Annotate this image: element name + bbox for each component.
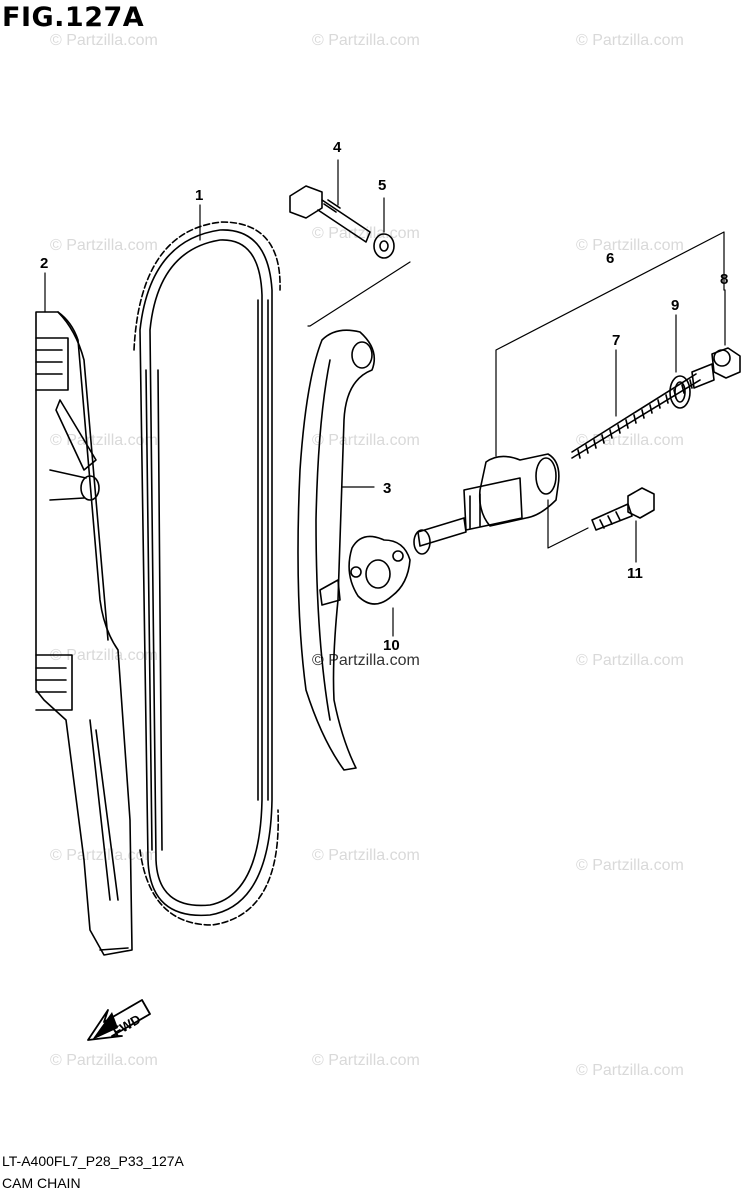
watermark: © Partzilla.com — [576, 857, 684, 874]
tensioner-adjuster-6 — [413, 453, 560, 555]
tensioner-arm-3 — [297, 329, 376, 771]
watermark: © Partzilla.com — [576, 237, 684, 254]
gasket-10 — [348, 535, 411, 605]
watermark: © Partzilla.com — [312, 652, 420, 669]
watermark: © Partzilla.com — [50, 432, 158, 449]
bolt-4 — [289, 185, 371, 243]
cap-bolt-8 — [691, 347, 741, 389]
forward-arrow: FWD — [87, 999, 151, 1041]
watermark: © Partzilla.com — [576, 32, 684, 49]
chain-guide-2 — [35, 311, 133, 956]
o-ring-9 — [669, 375, 691, 409]
callout-6: 6 — [606, 250, 614, 267]
watermark: © Partzilla.com — [50, 1052, 158, 1069]
watermark: © Partzilla.com — [576, 652, 684, 669]
bolt-11 — [591, 487, 655, 531]
callout-3: 3 — [383, 480, 391, 497]
callout-11: 11 — [627, 565, 643, 582]
cam-chain-1 — [133, 221, 281, 926]
watermark: © Partzilla.com — [312, 847, 420, 864]
watermark: © Partzilla.com — [576, 1062, 684, 1079]
callout-8: 8 — [720, 271, 728, 288]
watermark: © Partzilla.com — [312, 32, 420, 49]
callout-2: 2 — [40, 255, 48, 272]
watermark: © Partzilla.com — [50, 32, 158, 49]
callout-4: 4 — [333, 139, 342, 156]
figure-title: FIG.127A — [2, 2, 145, 33]
callout-labels: 1 2 3 4 5 6 7 8 9 10 11 — [40, 139, 728, 654]
callout-10: 10 — [383, 637, 400, 654]
watermark: © Partzilla.com — [312, 1052, 420, 1069]
watermark: © Partzilla.com — [50, 237, 158, 254]
watermark-grid: © Partzilla.com © Partzilla.com © Partzi… — [50, 32, 684, 1079]
watermark: © Partzilla.com — [312, 225, 420, 242]
callout-1: 1 — [195, 187, 203, 204]
callout-5: 5 — [378, 177, 386, 194]
figure-code: LT-A400FL7_P28_P33_127A — [2, 1153, 184, 1169]
figure-name: CAM CHAIN — [2, 1175, 81, 1191]
leader-lines — [44, 159, 726, 637]
watermark: © Partzilla.com — [312, 432, 420, 449]
watermark: © Partzilla.com — [50, 647, 158, 664]
washer-5 — [373, 233, 395, 259]
callout-9: 9 — [671, 297, 679, 314]
callout-7: 7 — [612, 332, 620, 349]
